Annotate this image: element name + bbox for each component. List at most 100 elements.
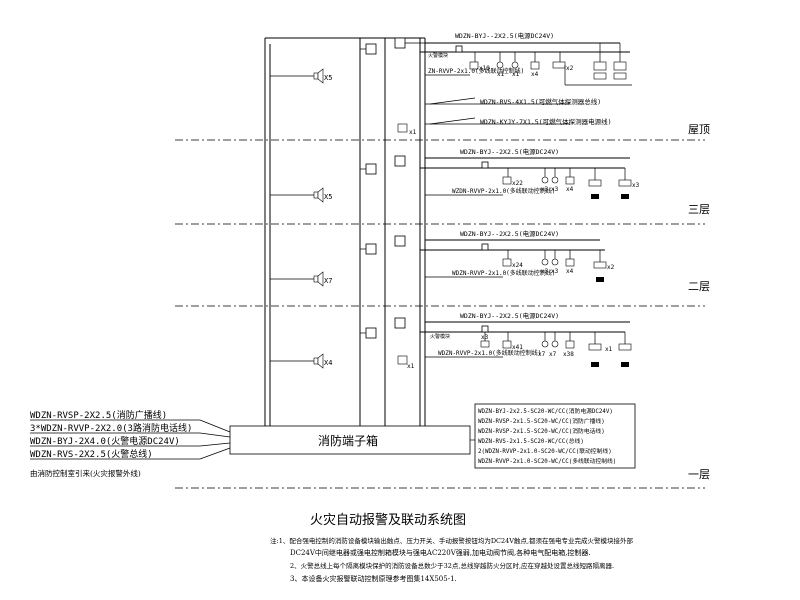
manual-call-point-icon	[551, 258, 559, 266]
notes: 注:1、配合强电控制的消防设备模块输出触点、压力开关、手动报警按钮均为DC24V…	[270, 536, 634, 583]
first-power-line-label: WDZN-BYJ--2X2.5(电源DC24V)	[460, 311, 559, 320]
note-line: DC24V中间继电器或强电控制箱模块与强电AC220V强弱,加电动阀节阀,各种电…	[290, 548, 591, 557]
second-power-line-label: WDZN-BYJ--2X2.5(电源DC24V)	[460, 229, 559, 238]
incoming-line-label: WDZN-RVSP-2X2.5(消防广播线)	[30, 409, 167, 421]
annunciator-icon	[588, 179, 602, 187]
smoke-detector-icon	[502, 176, 512, 185]
speaker-icon	[270, 68, 324, 84]
alarm-bell-icon	[565, 258, 575, 267]
phone-module	[365, 243, 377, 255]
device-count: x22	[512, 180, 523, 187]
note-line: 3、本设备火灾报警联动控制原理参考图集14X505-1.	[290, 574, 457, 583]
main-risers	[264, 37, 426, 426]
second-devices: x24 x3 x3 x4 x2	[502, 250, 615, 282]
annunciator-icon	[588, 343, 602, 351]
roof-control-line-label: ZN-RVVP-2x1.0(多线联动控制线)	[428, 67, 524, 75]
third-power-line-label: WDZN-BYJ--2X2.5(电源DC24V)	[460, 147, 559, 156]
speaker-count: X4	[324, 359, 332, 367]
manual-call-point-icon	[551, 176, 559, 184]
heat-detector-icon	[541, 258, 549, 266]
terminal-box-label: 消防端子箱	[318, 433, 378, 448]
legend-line: WDZN-RVSP-2x1.5-SC20-WC/CC(消防广播线)	[478, 417, 605, 425]
device-count: x7	[538, 351, 546, 358]
second-floor: X7 WDZN-BYJ--2X2.5(电源DC24V) x24 x3 x3 x4…	[270, 229, 615, 287]
first-floor: X4 WDZN-BYJ--2X2.5(电源DC24V) 火警模块 x3 x41 …	[270, 311, 632, 370]
roof-floor: X5 WDZN-BYJ--2X2.5(电源DC24V) 火警模块 x10 x1 …	[270, 31, 632, 136]
legend-line: WDZN-RVS-2x1.5-SC20-WC/CC(总线)	[478, 437, 584, 445]
speaker-icon	[270, 187, 324, 203]
note-line: 2、火警总线上每个隔离模块保护的消防设备总数少于32点,总线穿越防火分区时,应在…	[290, 561, 614, 570]
cable-legend: WDZN-BYJ-2x2.5-SC20-WC/CC(消防电源DC24V) WDZ…	[470, 403, 636, 469]
device-count: x3	[481, 334, 489, 341]
second-control-line-label: WDZN-RVVP-2x1.0(多线联动控制线)	[452, 269, 555, 277]
isolator-module	[394, 37, 406, 49]
first-devices: x3 x41 x7 x7 x38 x1	[480, 332, 632, 367]
incoming-note: 由消防控制室引来(火灾报警外线)	[30, 468, 141, 478]
smoke-detector-icon	[502, 258, 512, 267]
speaker-count: X7	[324, 277, 332, 285]
floor-label-roof: 屋顶	[688, 123, 710, 136]
device-count: x3	[541, 186, 549, 193]
heat-detector-icon	[496, 61, 504, 69]
note-line: 注:1、配合强电控制的消防设备模块输出触点、压力开关、手动报警按钮均为DC24V…	[270, 536, 634, 545]
third-floor: X5 WDZN-BYJ--2X2.5(电源DC24V) x22 x3 x3 x4	[270, 147, 640, 203]
device-count: x41	[512, 344, 523, 351]
phone-jack-count: x1	[409, 129, 417, 136]
legend-line: 2(WDZN-RVVP-2x1.0-SC20-WC/CC(联动控制线)	[478, 447, 612, 455]
device-count: x3	[551, 268, 559, 275]
incoming-line-label: WDZN-BYJ-2X4.0(火警电源DC24V)	[30, 435, 180, 447]
annunciator-icon	[618, 179, 632, 187]
module-icon	[481, 161, 489, 169]
device-count: x24	[512, 262, 523, 269]
device-count: x1	[605, 346, 613, 353]
floor-label-first: 一层	[688, 468, 710, 481]
smoke-detector-icon	[502, 340, 512, 349]
alarm-bell-icon	[565, 176, 575, 185]
phone-jack-icon	[397, 123, 408, 133]
module-icon	[455, 45, 463, 53]
incoming-line-label: 3*WDZN-RVVP-2X2.0(3路消防电话线)	[30, 422, 192, 434]
device-count: x2	[566, 65, 574, 72]
phone-jack-icon	[397, 355, 408, 365]
roof-devices: x10 x1 x1 x4 x2	[469, 43, 632, 86]
legend-line: WDZN-RVSP-2x1.5-SC20-WC/CC(消防电话线)	[478, 427, 605, 435]
device-count: x1	[512, 71, 520, 78]
alarm-bell-icon	[530, 61, 540, 70]
annunciator-icon	[618, 343, 632, 351]
diagram-title: 火灾自动报警及联动系统图	[310, 512, 466, 528]
legend-line: WDZN-RVVP-2x1.0-SC20-WC/CC(多线联动控制线)	[478, 457, 616, 465]
device-count: x4	[531, 71, 539, 78]
alarm-bell-icon	[565, 340, 575, 349]
annunciator-icon	[593, 261, 607, 269]
roof-module-label: 火警模块	[428, 52, 448, 59]
roof-rvs-line-label: WDZN-RVS-4X1.5(可燃气体探测器总线)	[480, 97, 601, 106]
device-count: x10	[479, 65, 490, 72]
manual-call-point-icon	[511, 61, 519, 69]
device-count: x4	[566, 186, 574, 193]
device-count: x3	[551, 186, 559, 193]
speaker-icon	[270, 353, 324, 369]
third-devices: x22 x3 x3 x4 x3	[502, 168, 640, 199]
terminal-box-group: 消防端子箱 WDZN-RVSP-2X2.5(消防广播线) 3*WDZN-RVVP…	[30, 406, 471, 478]
device-count: x4	[566, 268, 574, 275]
phone-module	[365, 163, 377, 175]
isolator-module	[394, 155, 406, 167]
first-module-label: 火警模块	[430, 333, 450, 340]
module-icon	[481, 325, 489, 333]
speaker-count: X5	[324, 193, 332, 201]
legend-line: WDZN-BYJ-2x2.5-SC20-WC/CC(消防电源DC24V)	[478, 407, 613, 415]
device-count: x38	[563, 351, 574, 358]
fan-control-icon	[593, 61, 607, 71]
cable-legend-box	[474, 403, 636, 469]
third-control-line-label: WZDN-RVVP-2x1.0(多线联动控制线)	[452, 187, 555, 195]
roof-power-line-label: WDZN-BYJ--2X2.5(电源DC24V)	[455, 31, 554, 40]
heat-detector-icon	[541, 340, 549, 348]
annunciator-icon	[552, 61, 566, 69]
module-icon	[481, 243, 489, 251]
roof-kyjy-line-label: WDZN-KYJY-7X1.5(可燃气体探测器电源线)	[480, 117, 612, 126]
device-count: x2	[607, 264, 615, 271]
fan-control-icon	[613, 61, 627, 71]
device-count: x3	[632, 182, 640, 189]
phone-jack-count: x1	[407, 363, 415, 370]
